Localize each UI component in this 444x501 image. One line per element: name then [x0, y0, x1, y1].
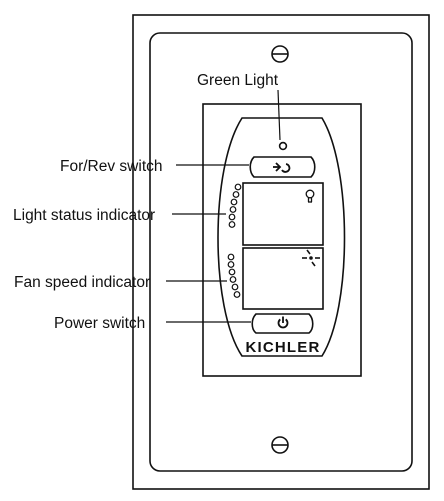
light-status-indicator [228, 183, 242, 228]
light-rocker[interactable] [242, 182, 324, 246]
light-status-led [234, 183, 242, 191]
fan-speed-led [229, 276, 237, 283]
power-switch[interactable] [251, 313, 314, 334]
fan-speed-indicator [227, 253, 241, 298]
fan-speed-led [231, 283, 239, 291]
fan-icon [302, 249, 320, 267]
bottom-screw-icon [271, 436, 289, 454]
fan-speed-led [228, 268, 236, 276]
label-fan-speed-indicator: Fan speed indicator [14, 274, 150, 291]
fan-speed-led [227, 253, 235, 261]
light-status-led [228, 213, 236, 221]
for-rev-switch[interactable] [249, 156, 316, 178]
light-bulb-icon [305, 189, 315, 203]
light-status-led [228, 221, 236, 228]
fan-speed-led [233, 291, 241, 298]
for-rev-arrow-icon [273, 162, 291, 173]
label-for-rev-switch: For/Rev switch [60, 158, 163, 175]
light-status-led [229, 206, 237, 213]
power-icon [277, 316, 289, 329]
light-status-led [232, 191, 240, 198]
light-status-led [230, 198, 238, 206]
top-screw-icon [271, 45, 289, 63]
green-light-led [278, 141, 288, 151]
label-power-switch: Power switch [54, 315, 145, 332]
brand-logo: KICHLER [245, 339, 320, 356]
wall-plate-inner [149, 32, 413, 472]
label-green-light: Green Light [197, 72, 279, 89]
fan-speed-led [227, 261, 235, 268]
green-light-leader [277, 89, 281, 141]
label-light-status-indicator: Light status indicator [13, 207, 155, 224]
